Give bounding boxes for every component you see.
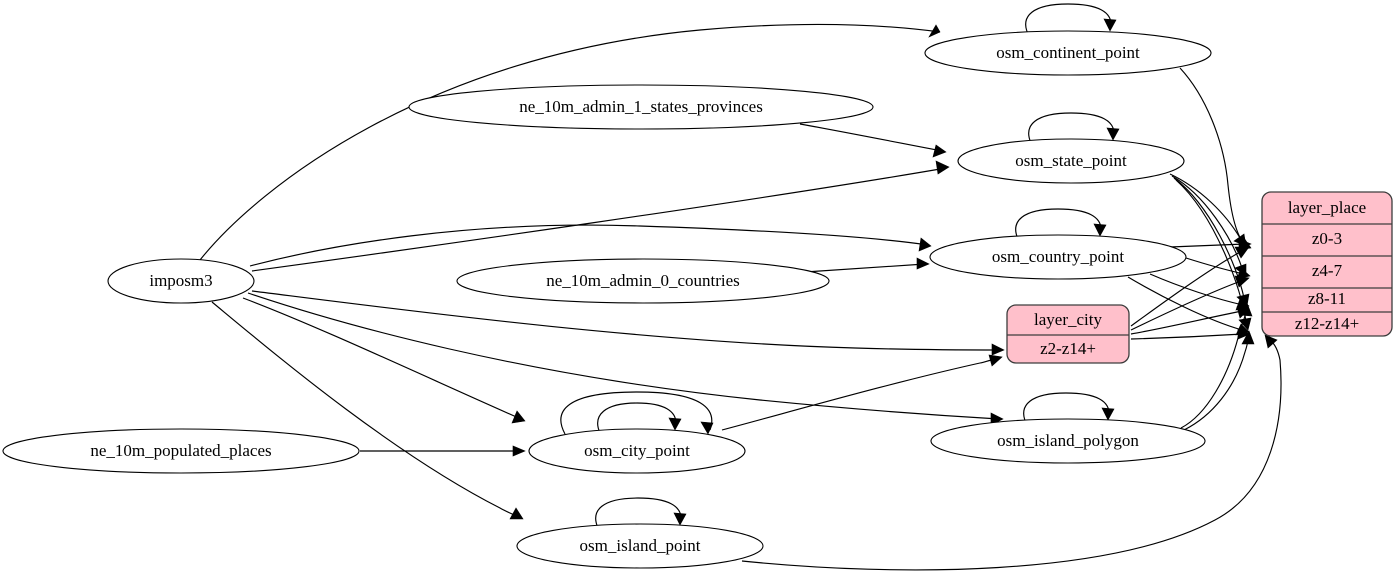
node-osm_island_point[interactable]: osm_island_point xyxy=(516,523,764,569)
edge-layer xyxy=(199,3,1282,571)
record-row-layer_city-z2-z14[interactable]: z2-z14+ xyxy=(1040,339,1096,358)
node-layer: imposm3 ne_10m_populated_places ne_10m_a… xyxy=(2,30,1212,569)
node-osm_island_polygon[interactable]: osm_island_polygon xyxy=(930,418,1206,464)
node-osm_country_point[interactable]: osm_country_point xyxy=(929,234,1187,280)
edge-osm_continent_point-to-layer_place-z0-3 xyxy=(1179,67,1252,251)
selfloop-osm_country_point xyxy=(1015,208,1107,240)
record-node-layer_city[interactable]: layer_city z2-z14+ xyxy=(1006,304,1130,364)
edge-imposm3-to-osm_state_point xyxy=(251,160,950,272)
edge-imposm3-to-osm_country_point xyxy=(249,224,932,267)
record-header-layer_city: layer_city xyxy=(1034,310,1102,329)
selfloop-osm_continent_point xyxy=(1025,3,1117,35)
node-osm_state_point[interactable]: osm_state_point xyxy=(957,138,1185,184)
edge-imposm3-to-osm_continent_point xyxy=(199,23,941,261)
edge-layer_city-to-layer_place-z0-3 xyxy=(1130,246,1250,327)
edge-osm_country_point-to-layer_place-z8-11 xyxy=(1149,273,1250,311)
record-node-layer_place[interactable]: layer_place z0-3 z4-7 z8-11 z12-z14+ xyxy=(1261,191,1393,337)
record-row-layer_place-z4-7[interactable]: z4-7 xyxy=(1312,261,1343,280)
edge-layer_city-to-layer_place-z12 xyxy=(1130,328,1251,340)
node-osm_continent_point[interactable]: osm_continent_point xyxy=(924,30,1212,76)
edge-imposm3-to-layer_city xyxy=(251,290,1005,356)
edge-osm_island_polygon-to-layer_place-z12 xyxy=(1183,330,1255,431)
edge-osm_country_point-to-layer_place-z0-3 xyxy=(1169,238,1252,250)
selfloop-osm_island_point xyxy=(595,497,687,529)
record-row-layer_place-z0-3[interactable]: z0-3 xyxy=(1312,229,1342,248)
node-label-osm_island_polygon: osm_island_polygon xyxy=(997,431,1139,450)
node-label-ne_10m_populated_places: ne_10m_populated_places xyxy=(90,441,271,460)
edge-imposm3-to-osm_city_point xyxy=(242,297,526,424)
node-label-imposm3: imposm3 xyxy=(149,271,212,290)
record-node-layer: layer_place z0-3 z4-7 z8-11 z12-z14+ lay… xyxy=(1006,191,1393,364)
record-row-layer_place-z12-z14[interactable]: z12-z14+ xyxy=(1295,314,1359,333)
edge-ne_populated-to-osm_city_point xyxy=(360,445,526,457)
node-osm_city_point[interactable]: osm_city_point xyxy=(528,428,746,474)
node-ne_10m_admin_1_states_provinces[interactable]: ne_10m_admin_1_states_provinces xyxy=(408,84,874,130)
edge-ne_admin1-to-osm_state_point xyxy=(799,123,947,158)
node-imposm3[interactable]: imposm3 xyxy=(107,258,255,304)
node-label-osm_island_point: osm_island_point xyxy=(580,536,701,555)
node-label-osm_continent_point: osm_continent_point xyxy=(996,43,1140,62)
node-label-ne_10m_admin_1_states_provinces: ne_10m_admin_1_states_provinces xyxy=(519,97,763,116)
record-header-layer_place: layer_place xyxy=(1288,198,1366,217)
node-label-osm_country_point: osm_country_point xyxy=(992,247,1124,266)
edge-imposm3-to-osm_island_point xyxy=(211,301,524,520)
node-ne_10m_admin_0_countries[interactable]: ne_10m_admin_0_countries xyxy=(456,258,830,304)
edge-osm_island_polygon-to-layer_place-z8-11 xyxy=(1180,302,1253,429)
node-label-ne_10m_admin_0_countries: ne_10m_admin_0_countries xyxy=(546,271,740,290)
edge-imposm3-to-osm_island_polygon xyxy=(247,292,1004,426)
node-label-osm_state_point: osm_state_point xyxy=(1015,151,1127,170)
edge-layer_city-to-layer_place-z8-11 xyxy=(1130,306,1250,335)
edge-osm_island_point-to-layer_place-z12 xyxy=(741,334,1282,571)
selfloop-osm_state_point xyxy=(1028,112,1120,144)
selfloop-osm_city_point-inner xyxy=(597,402,682,434)
edge-layer_city-to-layer_place-z4-7 xyxy=(1130,275,1250,331)
node-ne_10m_populated_places[interactable]: ne_10m_populated_places xyxy=(2,428,360,474)
edge-osm_city_point-to-layer_city xyxy=(721,354,1003,431)
edge-ne_admin0-to-osm_country_point xyxy=(804,257,930,273)
selfloop-osm_island_polygon xyxy=(1023,392,1115,424)
selfloop-osm_city_point-outer xyxy=(560,391,714,435)
node-label-osm_city_point: osm_city_point xyxy=(584,441,690,460)
record-row-layer_place-z8-11[interactable]: z8-11 xyxy=(1308,289,1346,308)
